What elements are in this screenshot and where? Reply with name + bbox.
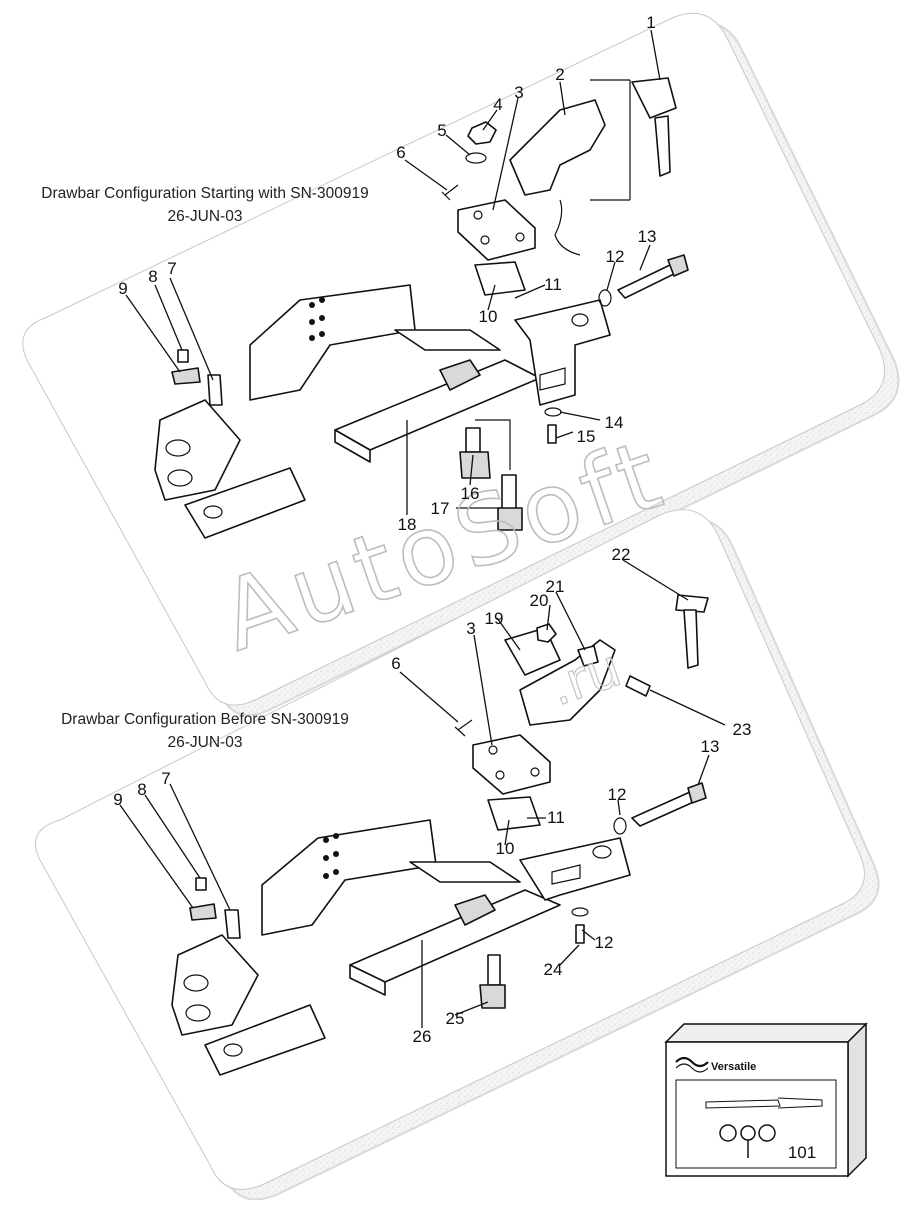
lower-drawbar-assembly xyxy=(171,594,709,1076)
callout-label: 7 xyxy=(167,259,176,278)
callout-label: 12 xyxy=(595,933,614,952)
lower-clevis-bracket xyxy=(171,934,259,1036)
callout-label: 20 xyxy=(530,591,549,610)
callout-label: 23 xyxy=(733,720,752,739)
kit-brand: Versatile xyxy=(711,1061,756,1073)
callout-label: 8 xyxy=(148,267,157,286)
caption-line-1: Drawbar Configuration Before SN-300919 xyxy=(61,711,349,728)
callout-label: 6 xyxy=(391,654,400,673)
callout-label: 25 xyxy=(446,1009,465,1028)
kit-number: 101 xyxy=(788,1143,816,1162)
caption-line-1: Drawbar Configuration Starting with SN-3… xyxy=(41,185,368,202)
hardware-kit-box: Versatile 101 xyxy=(664,1022,868,1178)
callout-label: 18 xyxy=(398,515,417,534)
callout-label: 2 xyxy=(555,65,564,84)
callout-label: 7 xyxy=(161,769,170,788)
nut xyxy=(467,121,497,145)
clamp-block xyxy=(472,734,551,795)
callout-label: 22 xyxy=(612,545,631,564)
brand-logo-icon xyxy=(675,1056,709,1068)
callout-label: 13 xyxy=(701,737,720,756)
callout-label: 17 xyxy=(431,499,450,518)
callout-label: 8 xyxy=(137,780,146,799)
upper-callouts: 1 2 3 4 5 6 7 8 9 10 11 12 13 14 15 16 1… xyxy=(118,13,656,534)
clamp-block xyxy=(457,199,536,261)
callout-label: 1 xyxy=(646,13,655,32)
support-plate xyxy=(204,1004,326,1076)
upper-drawbar-assembly xyxy=(154,77,689,539)
hitch-pin-handle xyxy=(675,594,709,613)
callout-label: 15 xyxy=(577,427,596,446)
callout-label: 3 xyxy=(514,83,523,102)
lower-callouts: 19 20 21 22 3 6 23 13 12 9 8 7 11 10 12 … xyxy=(113,545,751,1046)
frame-bracket xyxy=(249,284,416,401)
callout-label: 11 xyxy=(544,275,562,294)
callout-label: 6 xyxy=(396,143,405,162)
callout-label: 21 xyxy=(546,577,565,596)
hitch-bracket xyxy=(514,299,611,406)
clevis xyxy=(509,99,606,196)
lower-clevis-bracket xyxy=(154,399,241,501)
lower-caption: Drawbar Configuration Before SN-300919 2… xyxy=(61,711,349,751)
callout-label: 4 xyxy=(493,95,502,114)
hitch-pin-handle xyxy=(631,77,677,119)
callout-label: 5 xyxy=(437,121,446,140)
callout-label: 19 xyxy=(485,609,504,628)
callout-label: 10 xyxy=(479,307,498,326)
callout-label: 3 xyxy=(466,619,475,638)
callout-label: 14 xyxy=(605,413,624,432)
callout-label: 13 xyxy=(638,227,657,246)
callout-label: 12 xyxy=(608,785,627,804)
callout-label: 24 xyxy=(544,960,563,979)
support-plate xyxy=(184,467,306,539)
callout-label: 16 xyxy=(461,484,480,503)
callout-label: 26 xyxy=(413,1027,432,1046)
callout-label: 12 xyxy=(606,247,625,266)
wear-plate xyxy=(474,261,526,296)
callout-label: 10 xyxy=(496,839,515,858)
callout-label: 9 xyxy=(118,279,127,298)
wear-plate xyxy=(487,796,541,831)
caption-line-2: 26-JUN-03 xyxy=(168,208,243,225)
caption-line-2: 26-JUN-03 xyxy=(168,734,243,751)
hitch-bracket xyxy=(519,837,631,901)
callout-leaders xyxy=(119,29,726,1028)
callout-label: 11 xyxy=(547,808,565,827)
callout-label: 9 xyxy=(113,790,122,809)
upper-caption: Drawbar Configuration Starting with SN-3… xyxy=(41,185,368,225)
